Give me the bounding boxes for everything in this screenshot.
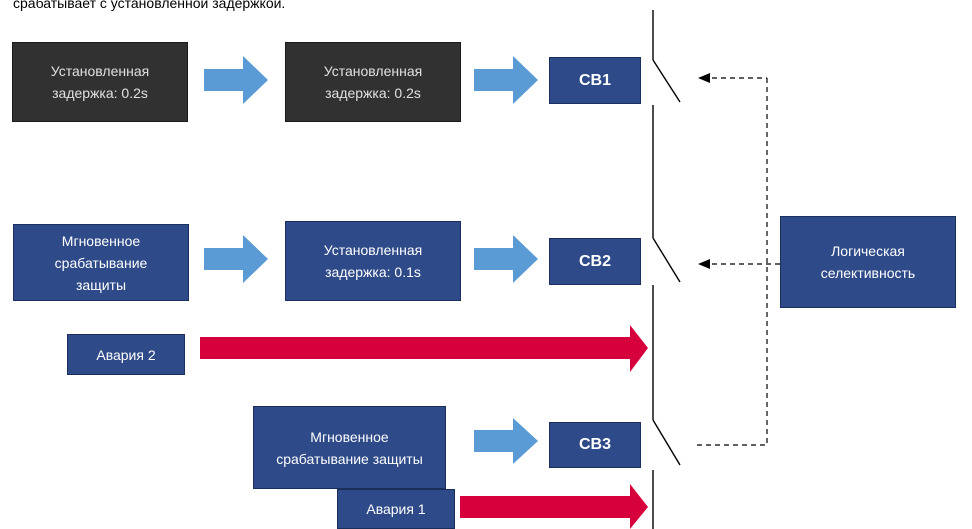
row2-left-line1: Мгновенное <box>61 232 141 249</box>
row1-left-line2: задержка: 0.2s <box>52 85 148 101</box>
row2-mid-line2: задержка: 0.1s <box>325 264 421 280</box>
arrow-row1-b <box>474 56 538 104</box>
fault2-arrow <box>200 325 648 372</box>
row2-mid-line1: Установленная <box>323 242 423 258</box>
fault1-arrow <box>460 484 648 529</box>
row2-left-line2: срабатывание <box>54 254 148 271</box>
row3-left-line2: срабатывание защиты <box>276 450 423 467</box>
logic-arrowhead-cb1 <box>698 73 710 83</box>
row3-left-line1: Мгновенное <box>310 428 389 445</box>
row2-delay-box: Установленная задержка: 0.1s <box>285 221 461 301</box>
logic-line1: Логическая <box>831 243 905 259</box>
arrow-row1-a <box>204 56 268 104</box>
row1-left-line1: Установленная <box>50 63 150 79</box>
fault1-label: Авария 1 <box>337 489 455 529</box>
row2-left-line3: защиты <box>75 276 127 293</box>
row1-delay-box-mid: Установленная задержка: 0.2s <box>285 42 461 122</box>
breaker-cb3: CB3 <box>549 422 641 468</box>
row2-instant-box: Мгновенное срабатывание защиты <box>13 224 189 301</box>
logic-links <box>697 77 780 446</box>
arrow-row3 <box>474 418 538 464</box>
row3-instant-box: Мгновенное срабатывание защиты <box>253 406 446 489</box>
logic-selectivity-box: Логическая селективность <box>780 216 956 308</box>
row1-delay-box-left: Установленная задержка: 0.2s <box>12 42 188 122</box>
row1-mid-line2: задержка: 0.2s <box>325 85 421 101</box>
breaker-cb1: CB1 <box>549 57 641 104</box>
header-caption: срабатывает с установленной задержкой. <box>13 0 286 11</box>
arrow-row2-a <box>204 235 268 283</box>
row1-mid-line1: Установленная <box>323 63 423 79</box>
arrow-row2-b <box>474 235 538 283</box>
logic-line2: селективность <box>820 265 916 281</box>
bus-line <box>652 10 681 529</box>
breaker-cb2: CB2 <box>549 238 641 285</box>
fault2-label: Авария 2 <box>67 334 185 375</box>
logic-arrowhead-cb2 <box>698 259 710 269</box>
